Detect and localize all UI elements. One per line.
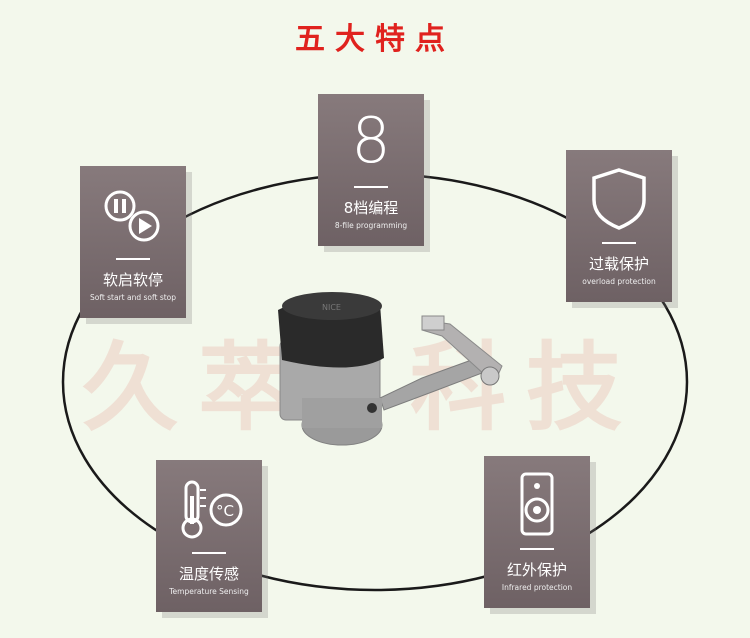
shield-icon: [592, 168, 646, 230]
feature-title: 软启软停: [102, 271, 163, 289]
page-title: 五大特点: [295, 22, 455, 57]
feature-title: 温度传感: [178, 565, 239, 583]
feature-card-programming: 8 8档编程 8-file programming: [318, 94, 424, 246]
product-image: NICE: [278, 292, 503, 446]
feature-subtitle: Temperature Sensing: [169, 587, 249, 596]
svg-text:NICE: NICE: [322, 303, 341, 312]
number-8-icon: 8: [351, 104, 391, 177]
feature-title: 过载保护: [588, 255, 649, 273]
pause-play-icon: [104, 190, 160, 242]
watermark-left: 久萃: [82, 332, 314, 444]
feature-subtitle: Soft start and soft stop: [89, 293, 177, 302]
divider: [602, 242, 636, 244]
feature-subtitle: overload protection: [582, 277, 656, 286]
feature-title: 红外保护: [506, 561, 567, 579]
divider: [192, 552, 226, 554]
divider: [520, 548, 554, 550]
divider: [354, 186, 388, 188]
thermometer-celsius-icon: °C: [181, 480, 243, 539]
divider: [116, 258, 150, 260]
feature-card-temperature: °C 温度传感 Temperature Sensing: [156, 460, 262, 612]
svg-text:°C: °C: [216, 502, 234, 520]
feature-title: 8档编程: [343, 199, 399, 217]
feature-subtitle: Infrared protection: [501, 583, 573, 592]
watermark-right: 科技: [410, 332, 642, 444]
feature-card-overload: 过载保护 overload protection: [566, 150, 672, 302]
feature-subtitle: 8-file programming: [334, 221, 408, 230]
feature-card-infrared: 红外保护 Infrared protection: [484, 456, 590, 608]
feature-card-soft-start: 软启软停 Soft start and soft stop: [80, 166, 186, 318]
infrared-sensor-icon: [520, 472, 554, 536]
